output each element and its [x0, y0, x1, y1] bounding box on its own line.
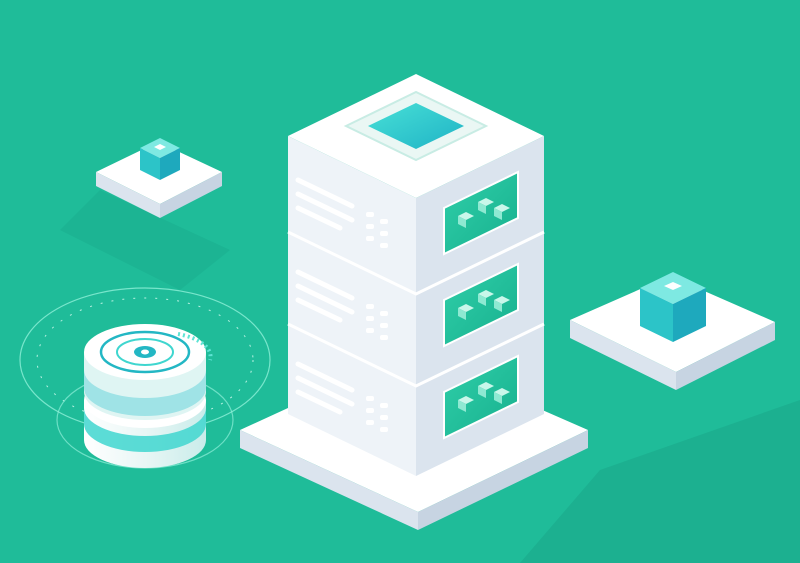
platform-left — [96, 138, 222, 218]
platform-right — [570, 272, 775, 390]
vent-lines — [295, 177, 355, 415]
cube-icon — [640, 272, 706, 342]
server-panel-bottom — [443, 354, 519, 440]
background-shadow — [520, 400, 800, 563]
cube-icon — [140, 138, 180, 180]
server-rack — [287, 74, 545, 476]
database-disk-icon — [19, 287, 271, 469]
server-panel-middle — [443, 262, 519, 348]
server-panel-top — [443, 170, 519, 256]
background-shadow — [60, 190, 230, 290]
indicator-dots — [366, 212, 388, 432]
square-chip-icon — [343, 90, 489, 162]
